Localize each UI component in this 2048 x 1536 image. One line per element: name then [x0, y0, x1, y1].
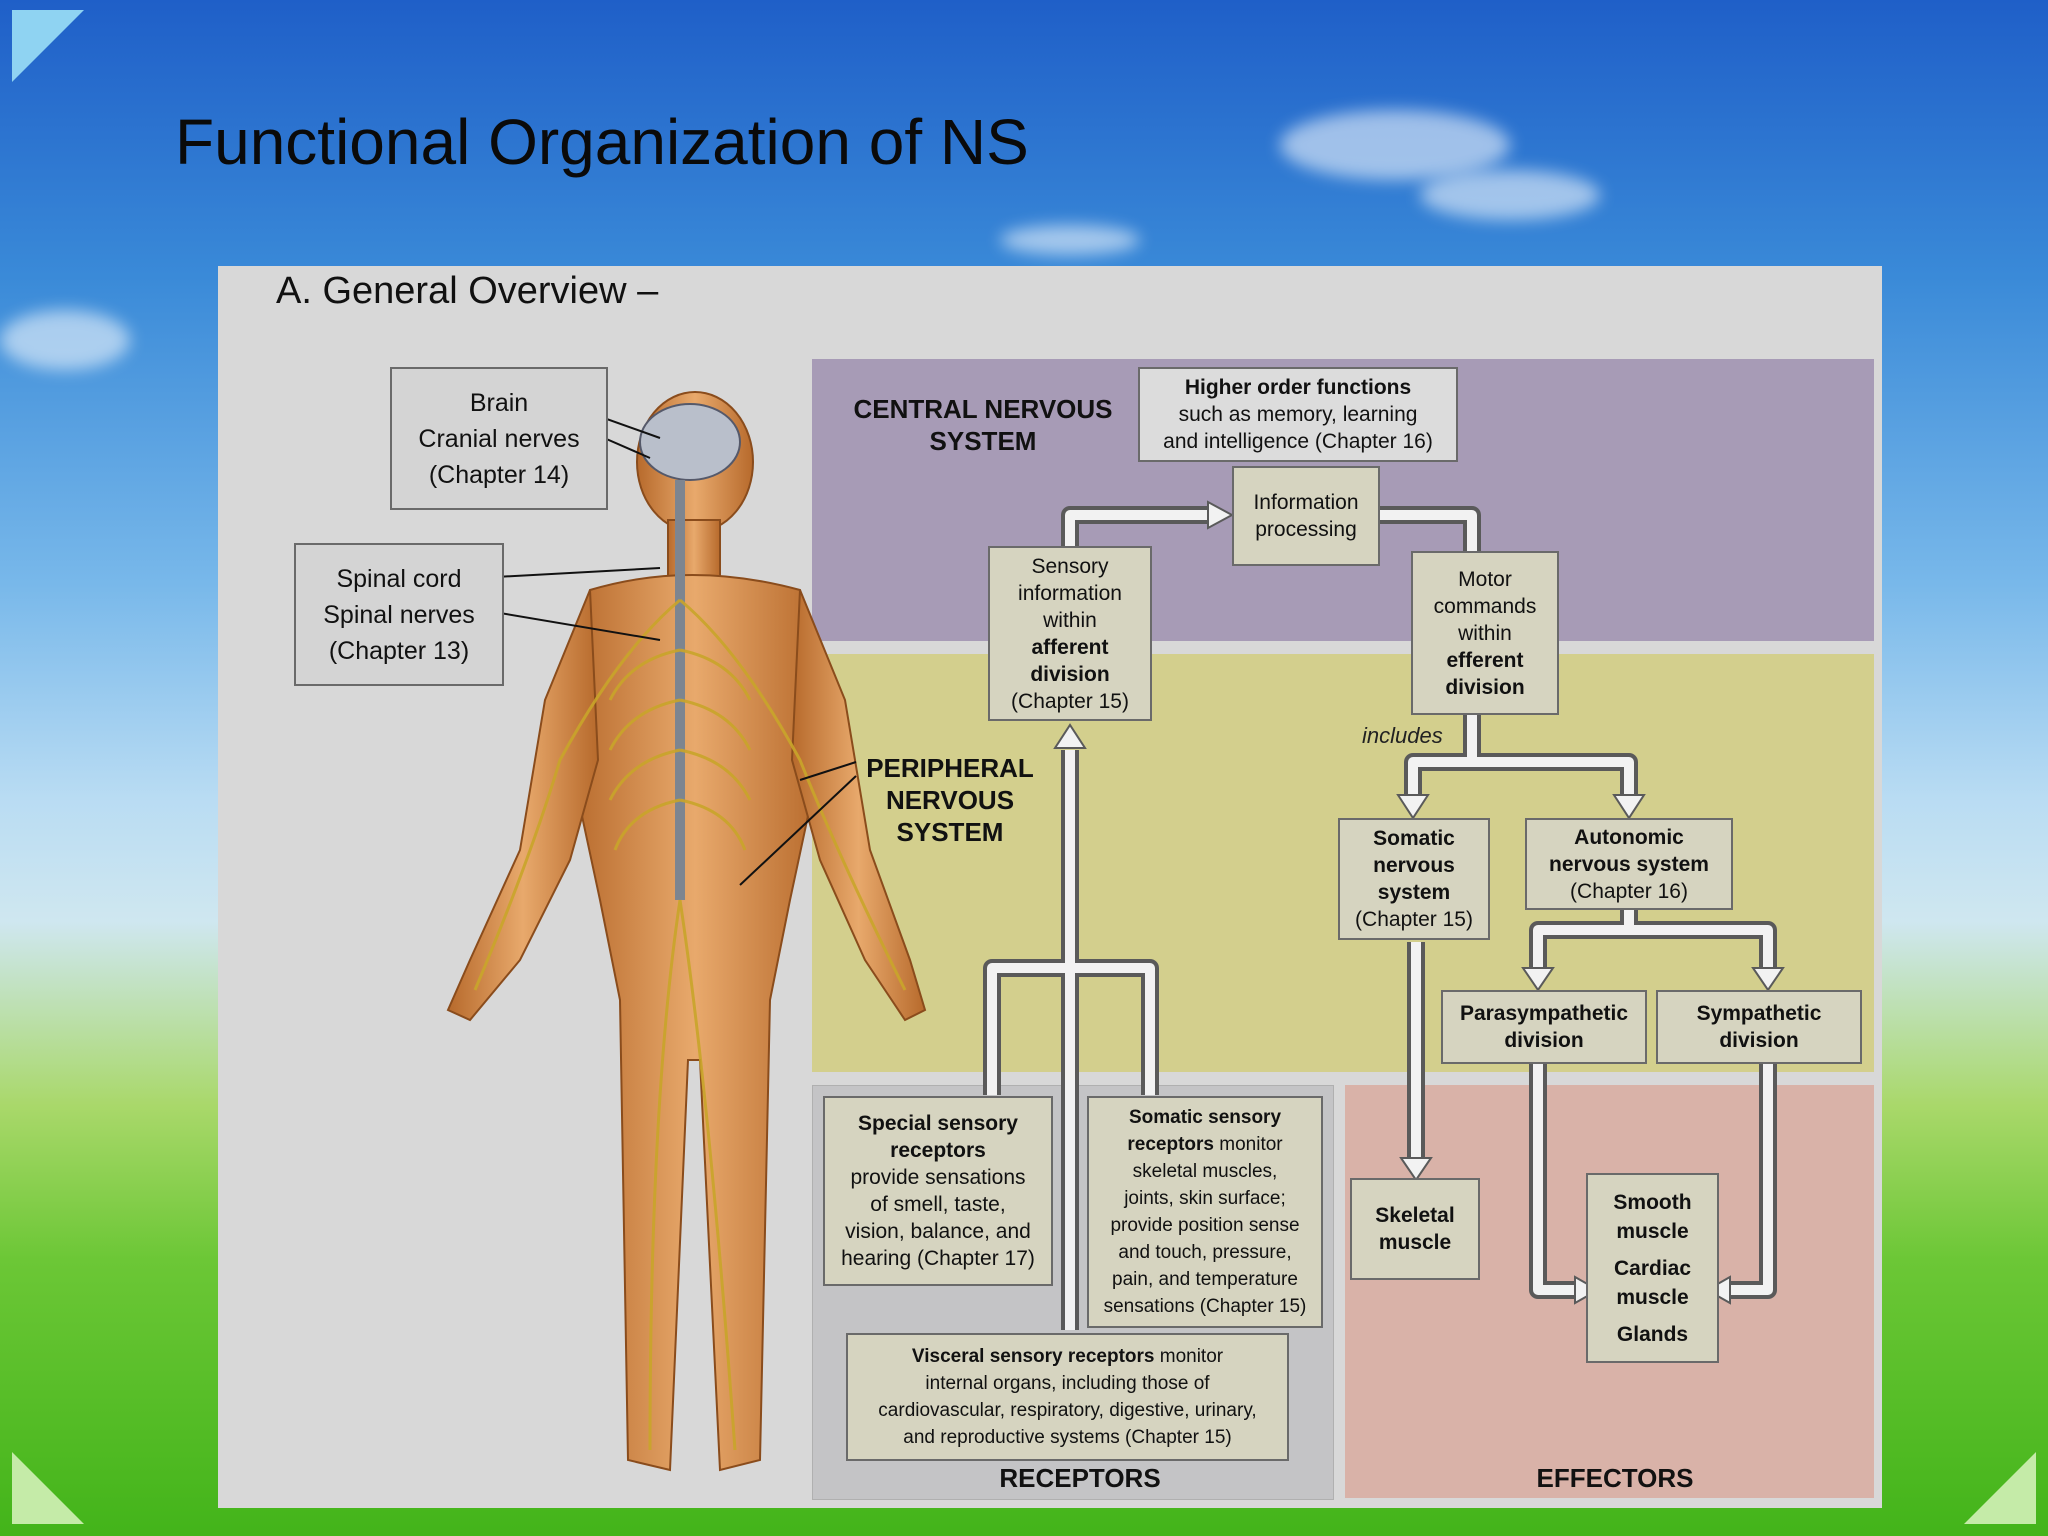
parasympathetic-division-box: Parasympathetic division: [1441, 990, 1647, 1064]
spinal-nerves-label: Spinal nerves: [323, 600, 475, 629]
cns-label: CENTRAL NERVOUS SYSTEM: [843, 393, 1123, 457]
cloud: [1280, 110, 1510, 180]
corner-triangle-bottom-right: [1964, 1452, 2036, 1524]
box-text: cardiovascular, respiratory, digestive, …: [878, 1400, 1257, 1421]
cranial-nerves-label: Cranial nerves: [418, 424, 580, 453]
brain-label: Brain: [469, 388, 529, 417]
box-text-bold: receptors: [1127, 1134, 1214, 1155]
box-text-bold: Visceral sensory receptors: [911, 1346, 1155, 1367]
box-text-bold: muscle: [1616, 1219, 1689, 1243]
box-text: internal organs, including those of: [925, 1373, 1210, 1394]
box-text: Information: [1253, 491, 1359, 514]
box-text: and reproductive systems (Chapter 15): [903, 1427, 1232, 1448]
figure-heading: A. General Overview –: [276, 270, 659, 312]
box-text-bold: division: [1030, 662, 1110, 686]
smooth-cardiac-glands-box: Smooth muscle Cardiac muscle Glands: [1586, 1173, 1719, 1363]
skeletal-muscle-box: Skeletal muscle: [1350, 1178, 1480, 1280]
box-text: monitor: [1154, 1346, 1224, 1367]
spinal-cord-label: Spinal cord: [336, 564, 462, 593]
box-text: monitor: [1213, 1134, 1283, 1155]
cloud: [1000, 225, 1140, 255]
sympathetic-division-box: Sympathetic division: [1656, 990, 1862, 1064]
box-text-bold: Somatic sensory: [1128, 1107, 1282, 1128]
pns-label-line: PERIPHERAL: [866, 753, 1034, 783]
box-text-bold: Glands: [1616, 1322, 1689, 1346]
box-text: (Chapter 16): [1570, 879, 1688, 903]
box-text-bold: Autonomic: [1574, 825, 1684, 849]
box-text-bold: division: [1719, 1029, 1799, 1052]
chapter-label: (Chapter 13): [328, 636, 470, 665]
somatic-sensory-receptors-box: Somatic sensory receptors monitor skelet…: [1087, 1096, 1323, 1328]
corner-triangle-top-left: [12, 10, 84, 82]
box-text: within: [1043, 608, 1097, 632]
box-text: vision, balance, and: [845, 1220, 1031, 1243]
autonomic-nervous-system-box: Autonomic nervous system (Chapter 16): [1525, 818, 1733, 910]
pns-label-line: SYSTEM: [896, 817, 1004, 847]
receptors-label: RECEPTORS: [999, 1463, 1161, 1493]
somatic-nervous-system-box: Somatic nervous system (Chapter 15): [1338, 818, 1490, 940]
box-title: Higher order functions: [1184, 376, 1412, 399]
cns-label-line: CENTRAL NERVOUS: [853, 394, 1113, 424]
box-text-bold: nervous system: [1549, 852, 1709, 876]
box-text: such as memory, learning: [1178, 403, 1418, 426]
box-text-bold: afferent: [1031, 635, 1109, 659]
box-text: Sensory: [1031, 554, 1109, 578]
box-text-bold: muscle: [1378, 1231, 1452, 1254]
box-text: (Chapter 15): [1011, 689, 1129, 713]
visceral-sensory-receptors-box: Visceral sensory receptors monitor inter…: [846, 1333, 1289, 1461]
sensory-information-box: Sensory information within afferent divi…: [988, 546, 1152, 721]
box-text-bold: receptors: [890, 1139, 986, 1162]
higher-order-functions-box: Higher order functions such as memory, l…: [1138, 367, 1458, 462]
box-text: commands: [1433, 594, 1537, 618]
box-text-bold: division: [1445, 675, 1525, 699]
box-text-bold: Parasympathetic: [1459, 1002, 1629, 1025]
motor-commands-box: Motor commands within efferent division: [1411, 551, 1559, 715]
box-text: and touch, pressure,: [1118, 1242, 1292, 1263]
chapter-label: (Chapter 14): [428, 460, 570, 489]
effectors-label: EFFECTORS: [1536, 1463, 1694, 1493]
pns-label: PERIPHERAL NERVOUS SYSTEM: [850, 752, 1050, 848]
box-text: within: [1458, 621, 1512, 645]
brain-label-box: Brain Cranial nerves (Chapter 14): [390, 367, 608, 510]
box-text-bold: Sympathetic: [1696, 1002, 1822, 1025]
cloud: [0, 310, 130, 370]
box-text: information: [1018, 581, 1122, 605]
box-text-bold: muscle: [1616, 1285, 1689, 1309]
box-text: provide sensations: [850, 1166, 1026, 1189]
box-text: of smell, taste,: [870, 1193, 1006, 1216]
box-text: skeletal muscles,: [1132, 1161, 1278, 1182]
cloud: [1420, 170, 1600, 220]
includes-label: includes: [1362, 723, 1443, 748]
box-text: sensations (Chapter 15): [1103, 1296, 1307, 1317]
box-text: hearing (Chapter 17): [841, 1247, 1035, 1270]
box-text-bold: Smooth: [1613, 1190, 1692, 1214]
nerves: [473, 598, 907, 1451]
slide-title: Functional Organization of NS: [175, 106, 1029, 178]
box-text-bold: Special sensory: [858, 1112, 1018, 1135]
corner-triangle-bottom-left: [12, 1452, 84, 1524]
box-text-bold: division: [1504, 1029, 1584, 1052]
spinal-label-box: Spinal cord Spinal nerves (Chapter 13): [294, 543, 504, 686]
box-text: Motor: [1458, 567, 1512, 591]
box-text-bold: system: [1377, 881, 1451, 904]
box-text-bold: Somatic: [1373, 827, 1455, 850]
box-text: and intelligence (Chapter 16): [1163, 430, 1433, 453]
box-text-bold: Skeletal: [1375, 1204, 1455, 1227]
box-text-bold: Cardiac: [1613, 1256, 1692, 1280]
box-text: joints, skin surface;: [1124, 1188, 1286, 1209]
information-processing-box: Information processing: [1232, 466, 1380, 566]
box-text: provide position sense: [1110, 1215, 1300, 1236]
box-text: pain, and temperature: [1112, 1269, 1298, 1290]
cns-label-line: SYSTEM: [929, 426, 1037, 456]
box-text: processing: [1255, 518, 1357, 541]
box-text-bold: nervous: [1373, 854, 1455, 877]
pns-label-line: NERVOUS: [885, 785, 1015, 815]
brain-shape: [639, 403, 741, 481]
box-text: (Chapter 15): [1355, 908, 1473, 931]
box-text-bold: efferent: [1446, 648, 1524, 672]
special-sensory-receptors-box: Special sensory receptors provide sensat…: [823, 1096, 1053, 1286]
